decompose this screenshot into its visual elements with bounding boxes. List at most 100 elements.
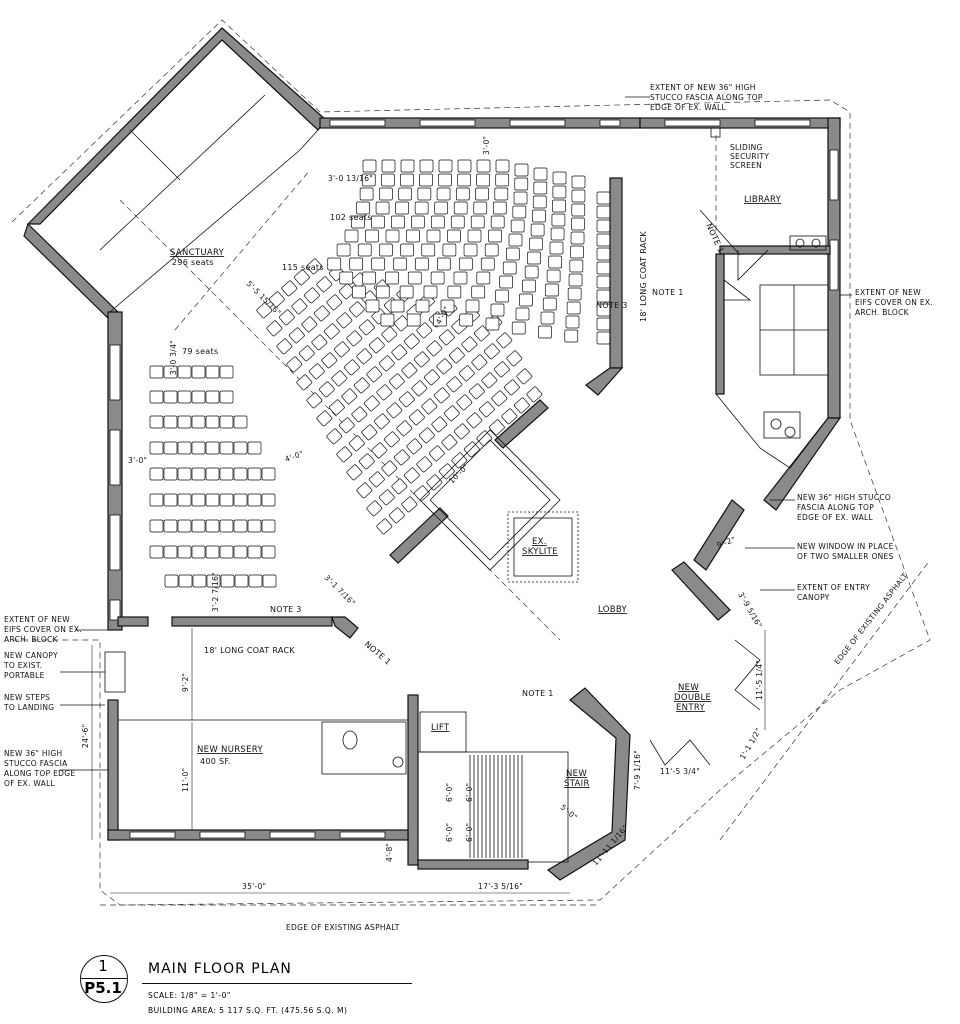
drawing-scale: SCALE: 1/8" = 1'-0" [148,991,231,1000]
seat [596,261,611,275]
seat [516,368,533,385]
seat [233,519,248,533]
skylite-outline [507,511,579,583]
seat [475,187,489,201]
seat [530,223,545,237]
seat [261,493,276,507]
seat [361,173,376,187]
seat [458,365,475,382]
seat [149,493,164,507]
seat [501,408,518,425]
seat [571,203,586,217]
seat [421,243,436,257]
wall-north-west-diagonal [26,27,327,225]
wall-south-sanctuary-diag [331,616,359,639]
note-sliding-3: SCREEN [730,161,762,170]
title-underline [142,983,412,984]
seat [149,365,164,379]
seat [379,187,393,201]
seat [327,257,342,271]
label-sanctuary: SANCTUARY [170,248,225,258]
note-window-right-2: OF TWO SMALLER ONES [797,552,894,561]
seat [567,287,582,301]
seat [552,171,567,185]
seat [248,574,263,588]
dim-text-21: 7'-9 1/16" [633,750,642,790]
seat [455,187,470,201]
seat [381,159,396,173]
window-nursery-1 [129,831,176,839]
seat [331,370,348,387]
seat [205,545,220,559]
seat [206,574,221,588]
seat [219,390,234,404]
seat [261,519,276,533]
seat [457,159,472,173]
seat [356,201,370,215]
window-nursery-2 [199,831,246,839]
note-steps-left-1: NEW STEPS [4,693,50,702]
label-note1-lobby: NOTE 1 [522,689,554,698]
seat [191,519,206,533]
dim-text-19: 6'-0" [445,823,454,842]
seat [177,545,192,559]
note-canopy-right-1: EXTENT OF ENTRY [797,583,870,592]
seat [149,415,164,429]
seat [570,245,584,259]
seat [488,229,502,243]
seat [596,247,611,261]
washroom-sink-1 [770,418,782,430]
seat [205,519,220,533]
seat [296,374,313,391]
seat [596,191,611,205]
seat [247,545,262,559]
note-canopy-left-3: PORTABLE [4,671,45,680]
seat [391,344,408,361]
seat [571,189,586,203]
seat [437,257,451,271]
seat [419,173,433,187]
label-stair-2: STAIR [564,779,590,789]
seat [191,415,206,429]
seat [205,493,220,507]
seat [362,271,376,285]
seat [371,257,385,271]
seat [177,519,192,533]
seat [349,257,364,271]
seat [421,398,438,415]
label-coat-rack-side: 18' LONG COAT RACK [639,231,648,322]
seat [413,351,430,368]
seat [550,227,565,241]
seat [484,243,499,257]
seat [416,456,433,473]
wall-entry-diagonal [671,561,731,621]
seat [564,329,579,343]
washroom-lower-wall [715,393,829,469]
sink-basin-2 [811,238,821,248]
seat [548,255,563,269]
seat [149,441,164,455]
seat [571,175,586,189]
label-sanctuary-seats: 296 seats [172,258,214,267]
seat [163,441,178,455]
note-eifs-right-2: EIFS COVER ON EX. [855,298,933,307]
note-canopy-right-2: CANOPY [797,593,830,602]
seat [461,336,478,353]
label-coat-rack-lower: 18' LONG COAT RACK [204,646,295,655]
seat [400,159,415,173]
wall-lift-west [407,694,419,866]
label-seats-left: 79 seats [182,347,218,356]
seat [191,441,206,455]
seat [261,467,276,481]
sink-basin-1 [795,238,805,248]
seat [191,365,206,379]
seat [219,493,234,507]
seat [366,366,383,383]
seat [163,467,178,481]
seat [163,519,178,533]
sanctuary-centerline [119,199,561,641]
dim-text-5: 3'-0 3/4" [169,340,178,375]
seat [490,215,505,229]
seat [499,275,513,289]
seat [371,442,388,459]
